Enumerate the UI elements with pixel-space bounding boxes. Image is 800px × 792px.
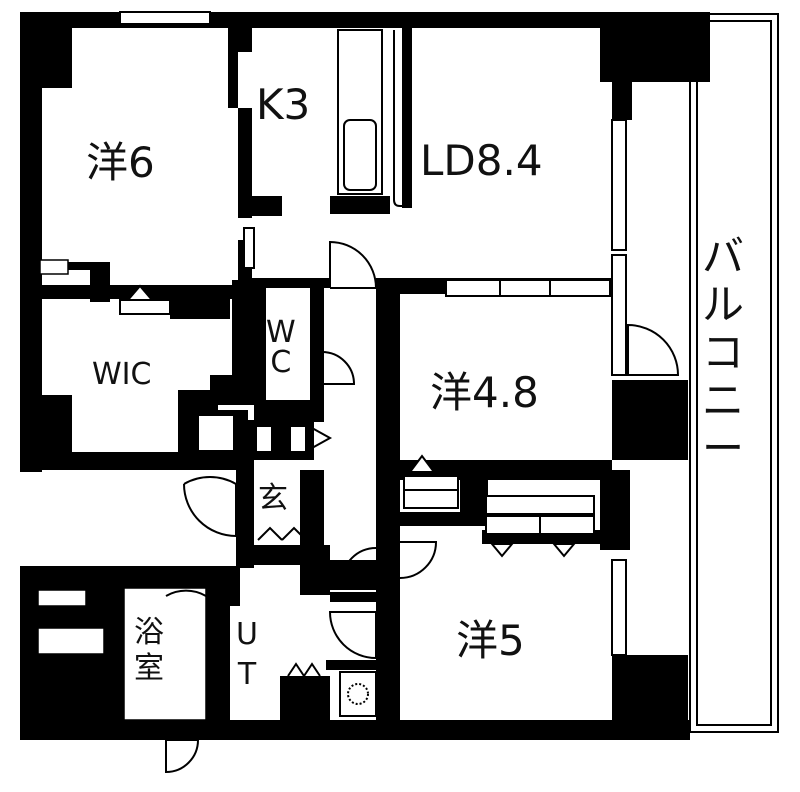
room-living-dining: LD8.4 bbox=[420, 136, 543, 185]
room-utility: U T bbox=[236, 620, 258, 690]
room-bathroom: 浴 室 bbox=[134, 618, 164, 684]
balcony-label: バ ル コ ニ ー bbox=[702, 236, 744, 470]
closets bbox=[119, 279, 611, 535]
room-kitchen: K3 bbox=[256, 80, 311, 129]
room-wc: W C bbox=[266, 318, 296, 378]
balcony-char: ー bbox=[702, 424, 745, 473]
bathroom-char: 室 bbox=[134, 651, 164, 686]
bath-block-fixtures bbox=[37, 259, 207, 721]
room-wic: WIC bbox=[92, 357, 152, 392]
bathroom-char: 浴 bbox=[134, 615, 164, 650]
room-western-6: 洋6 bbox=[86, 138, 155, 187]
utility-char: T bbox=[237, 657, 257, 692]
kitchen-counter bbox=[243, 29, 410, 269]
balcony-outline bbox=[689, 13, 779, 733]
balcony-char: バ bbox=[702, 232, 745, 281]
wc-char: C bbox=[270, 345, 292, 380]
wc-char: W bbox=[266, 315, 296, 350]
utility-char: U bbox=[236, 617, 258, 652]
balcony-char: ニ bbox=[702, 376, 745, 425]
room-western-4-8: 洋4.8 bbox=[430, 368, 539, 417]
balcony-char: コ bbox=[702, 328, 745, 377]
room-western-5: 洋5 bbox=[456, 616, 525, 665]
interior-walls bbox=[42, 28, 630, 730]
doors bbox=[165, 240, 680, 774]
room-entrance: 玄 bbox=[258, 481, 288, 516]
closet-markers bbox=[125, 284, 577, 558]
windows bbox=[119, 11, 627, 656]
balcony-char: ル bbox=[702, 280, 745, 329]
utility-fixtures bbox=[287, 662, 377, 717]
